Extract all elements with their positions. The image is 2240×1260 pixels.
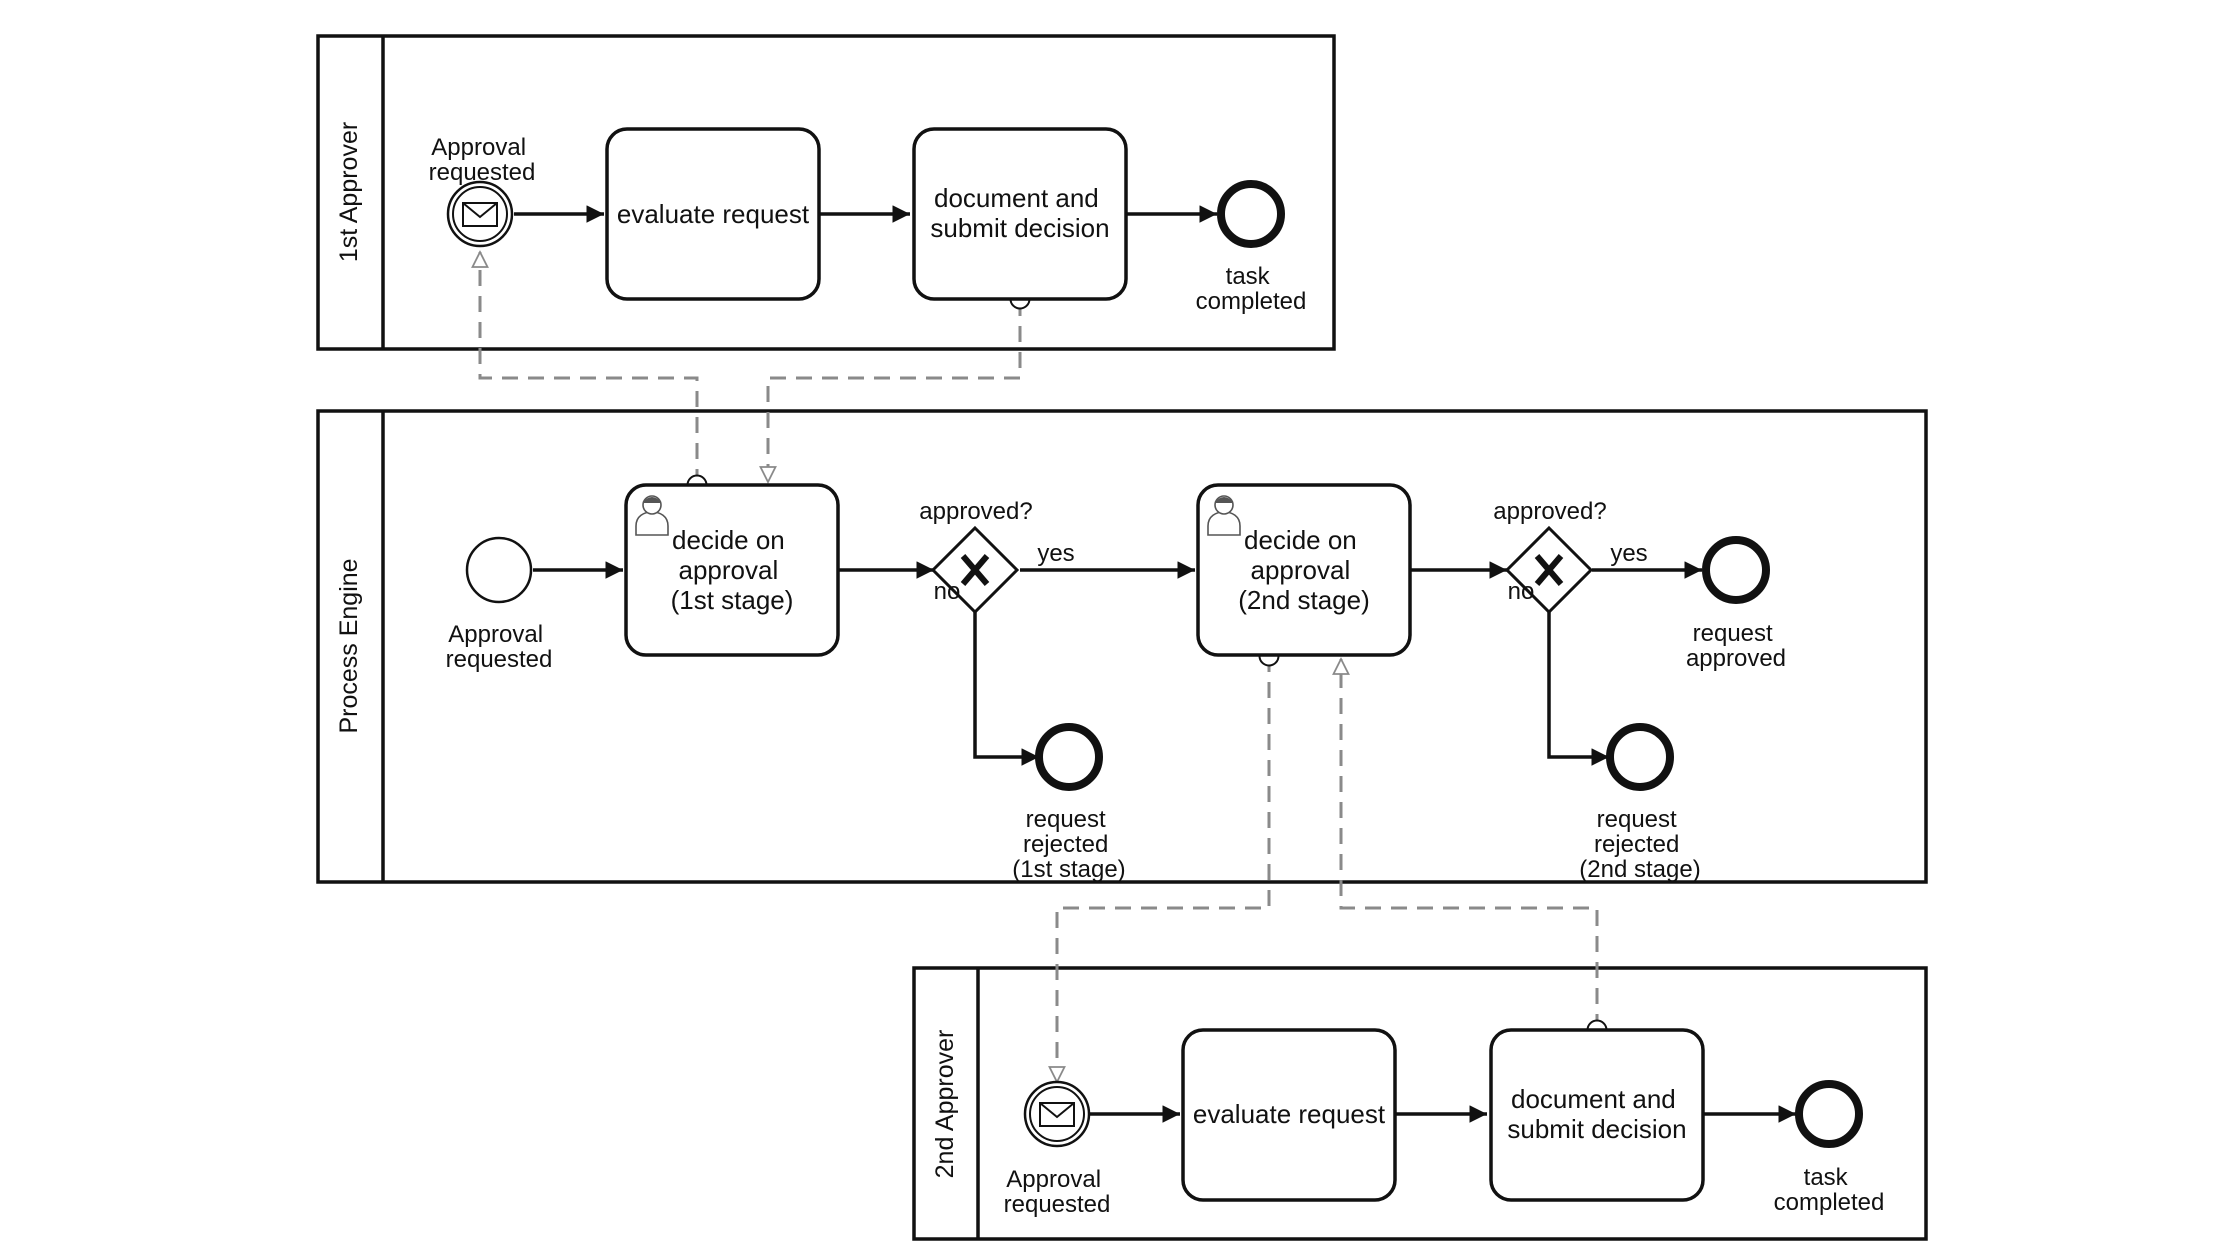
engine-approved-label: request approved (1686, 620, 1786, 672)
approver1-start-label: Approval requested (429, 134, 536, 186)
engine-gateway-stage2-yes: yes (1610, 540, 1647, 567)
engine-sequence-flows (533, 561, 1702, 766)
approver2-evaluate-label: evaluate request (1193, 1099, 1386, 1129)
engine-start-event[interactable] (465, 536, 533, 604)
engine-gateway-stage1[interactable] (930, 525, 1020, 615)
message-flow-decide2-to-approver2 (1057, 656, 1271, 1082)
envelope-icon (1039, 1102, 1075, 1127)
x-icon (1534, 554, 1564, 586)
approver2-end-label: task completed (1774, 1164, 1885, 1216)
engine-gateway-stage2[interactable] (1504, 525, 1594, 615)
engine-decide-stage1-label: decide on approval (1st stage) (671, 525, 794, 615)
approver2-end-event[interactable] (1795, 1080, 1863, 1148)
user-icon (1207, 495, 1241, 536)
engine-rejected-stage1-label: request rejected (1st stage) (1012, 806, 1125, 883)
engine-rejected-stage2-end-event[interactable] (1606, 723, 1674, 791)
user-icon (635, 495, 669, 536)
approver2-document-task[interactable]: document and submit decision (1489, 1028, 1705, 1202)
pool-title-second-approver: 2nd Approver (931, 1030, 959, 1179)
approver1-document-task[interactable]: document and submit decision (912, 127, 1128, 301)
engine-gateway-stage2-question: approved? (1493, 498, 1606, 525)
engine-gateway-stage2-no: no (1508, 578, 1535, 605)
pool-process-engine[interactable]: Process Engine (316, 409, 1928, 884)
engine-decide-stage2-task[interactable]: decide on approval (2nd stage) (1196, 483, 1412, 657)
approver2-start-label: Approval requested (1004, 1166, 1111, 1218)
engine-decide-stage2-label: decide on approval (2nd stage) (1238, 525, 1370, 615)
approver1-evaluate-task[interactable]: evaluate request (605, 127, 821, 301)
message-flows (480, 252, 1608, 1082)
approver2-message-start-event[interactable] (1023, 1080, 1091, 1148)
pool-second-approver[interactable]: 2nd Approver (912, 966, 1928, 1241)
approver2-document-label: document and submit decision (1507, 1084, 1686, 1144)
message-flow-decide1-to-approver1 (480, 252, 699, 485)
engine-start-label: Approval requested (446, 621, 553, 673)
pool-first-approver[interactable]: 1st Approver (316, 34, 1336, 351)
approver1-document-label: document and submit decision (930, 183, 1109, 243)
approver1-message-start-event[interactable] (446, 180, 514, 248)
approver1-end-event[interactable] (1217, 180, 1285, 248)
engine-rejected-stage2-label: request rejected (2nd stage) (1579, 806, 1700, 883)
engine-gateway-stage1-no: no (934, 578, 961, 605)
message-flow-approver2-to-decide2 (1341, 659, 1599, 1030)
engine-decide-stage1-task[interactable]: decide on approval (1st stage) (624, 483, 840, 657)
envelope-icon (462, 202, 498, 227)
pool-title-process-engine: Process Engine (335, 558, 363, 733)
approver1-evaluate-label: evaluate request (617, 199, 810, 229)
engine-gateway-stage1-question: approved? (919, 498, 1032, 525)
engine-gateway-stage1-yes: yes (1037, 540, 1074, 567)
approver1-end-label: task completed (1196, 263, 1307, 315)
pool-title-first-approver: 1st Approver (335, 122, 363, 262)
engine-rejected-stage1-end-event[interactable] (1035, 723, 1103, 791)
x-icon (960, 554, 990, 586)
approver2-evaluate-task[interactable]: evaluate request (1181, 1028, 1397, 1202)
message-flow-approver1-to-decide1 (768, 300, 1022, 482)
engine-approved-end-event[interactable] (1702, 536, 1770, 604)
